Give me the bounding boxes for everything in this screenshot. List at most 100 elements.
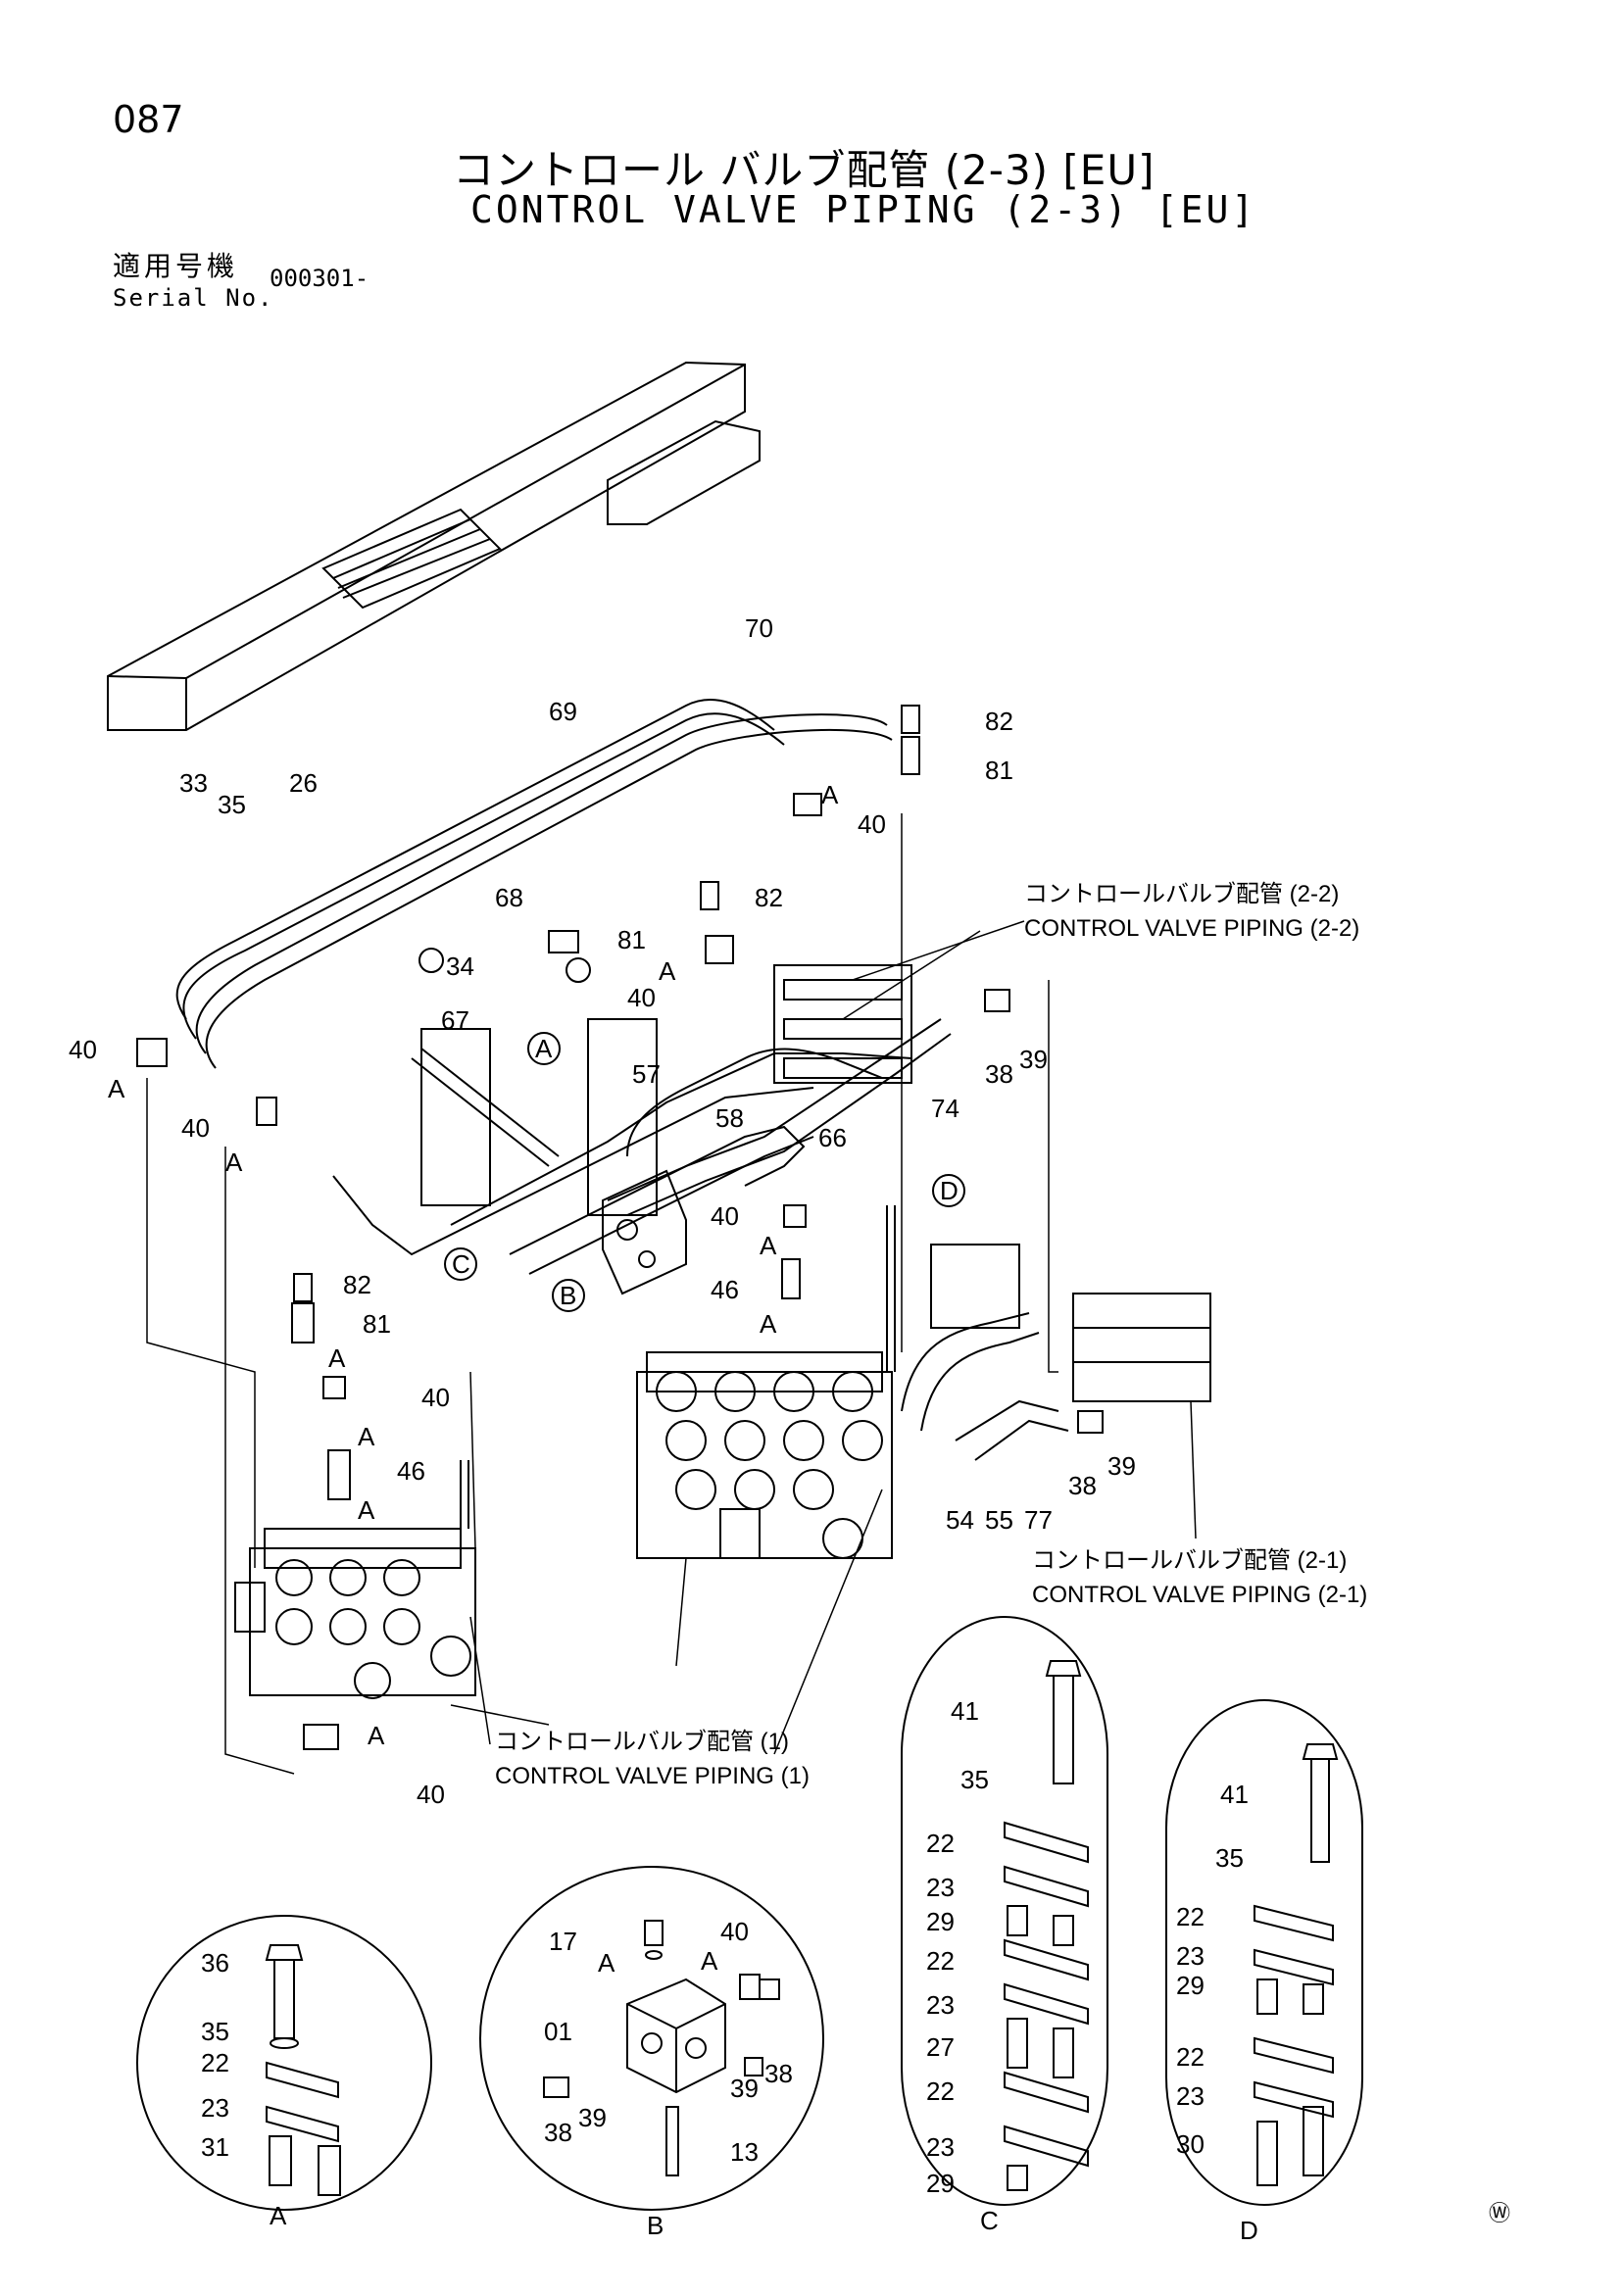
callout-a: A bbox=[760, 1309, 777, 1339]
manifold-upper bbox=[420, 964, 912, 1216]
detail-b-part-01: 01 bbox=[544, 2017, 572, 2046]
callout-a: A bbox=[760, 1231, 777, 1260]
callout-82: 82 bbox=[755, 883, 783, 912]
footer-mark: Ⓦ bbox=[1488, 2202, 1510, 2226]
callout-38: 38 bbox=[1068, 1471, 1097, 1500]
detail-c-part-29b: 29 bbox=[926, 2169, 955, 2198]
manifold-d bbox=[901, 1244, 1211, 1461]
callout-39: 39 bbox=[1107, 1451, 1136, 1481]
callout-70: 70 bbox=[745, 613, 773, 643]
detail-d-part-22b: 22 bbox=[1176, 2042, 1205, 2072]
view-marker-d: D bbox=[932, 1174, 965, 1207]
detail-c-part-22c: 22 bbox=[926, 2076, 955, 2106]
view-marker-a: A bbox=[527, 1032, 561, 1065]
control-valve-right bbox=[636, 1205, 896, 1559]
callout-82: 82 bbox=[985, 707, 1013, 736]
callout-46: 46 bbox=[711, 1275, 739, 1304]
view-marker-b-label: B bbox=[560, 1281, 576, 1310]
detail-c-part-23b: 23 bbox=[926, 1990, 955, 2020]
callout-a: A bbox=[358, 1495, 375, 1525]
detail-c-part-22b: 22 bbox=[926, 1946, 955, 1976]
detail-d-part-23b: 23 bbox=[1176, 2081, 1205, 2111]
callout-57: 57 bbox=[632, 1059, 661, 1089]
detail-d: 41 35 22 23 29 22 23 30 D bbox=[1165, 1699, 1363, 2245]
detail-c-part-27: 27 bbox=[926, 2032, 955, 2062]
callout-a: A bbox=[108, 1074, 125, 1103]
detail-c-part-23c: 23 bbox=[926, 2132, 955, 2162]
callout-39: 39 bbox=[1019, 1045, 1048, 1074]
callout-26: 26 bbox=[289, 768, 318, 798]
serial-value: 000301- bbox=[270, 265, 369, 292]
detail-b-part-17: 17 bbox=[549, 1927, 577, 1956]
callout-40: 40 bbox=[181, 1113, 210, 1143]
detail-c-part-22a: 22 bbox=[926, 1829, 955, 1858]
serial-label-jp: 適用号機 bbox=[113, 250, 239, 282]
page-title-jp: コントロール バルブ配管 (2-3) [EU] bbox=[453, 146, 1156, 194]
callout-40: 40 bbox=[627, 983, 656, 1012]
page-number: 087 bbox=[113, 98, 184, 141]
upper-frame-beam bbox=[107, 361, 761, 731]
view-marker-a-label: A bbox=[535, 1034, 553, 1063]
callout-a: A bbox=[225, 1148, 243, 1177]
detail-b-part-39b: 39 bbox=[730, 2074, 759, 2103]
detail-d-part-22a: 22 bbox=[1176, 1902, 1205, 1931]
detail-c-part-35: 35 bbox=[960, 1765, 989, 1794]
detail-b-part-13: 13 bbox=[730, 2137, 759, 2167]
callout-35: 35 bbox=[218, 790, 246, 819]
detail-c-label: C bbox=[980, 2206, 999, 2235]
detail-a-label: A bbox=[270, 2201, 287, 2230]
ref-1-en: CONTROL VALVE PIPING (1) bbox=[495, 1763, 810, 1789]
detail-a: 36 35 22 23 31 A bbox=[136, 1915, 432, 2230]
detail-a-part-23: 23 bbox=[201, 2093, 229, 2123]
fittings bbox=[136, 705, 1104, 1750]
detail-b-part-39a: 39 bbox=[578, 2103, 607, 2132]
callout-33: 33 bbox=[179, 768, 208, 798]
detail-d-part-41: 41 bbox=[1220, 1780, 1249, 1809]
callout-58: 58 bbox=[715, 1103, 744, 1133]
detail-a-part-31: 31 bbox=[201, 2132, 229, 2162]
callout-a: A bbox=[358, 1422, 375, 1451]
callout-40: 40 bbox=[69, 1035, 97, 1064]
detail-d-part-23a: 23 bbox=[1176, 1941, 1205, 1971]
detail-b-part-40: 40 bbox=[720, 1917, 749, 1946]
control-valve-left bbox=[234, 1460, 476, 1699]
detail-a-part-22: 22 bbox=[201, 2048, 229, 2077]
callout-a: A bbox=[368, 1721, 385, 1750]
callout-66: 66 bbox=[818, 1123, 847, 1152]
detail-c-part-41: 41 bbox=[951, 1696, 979, 1726]
detail-d-part-30: 30 bbox=[1176, 2129, 1205, 2159]
serial-label-en: Serial No. bbox=[113, 284, 274, 312]
detail-b-a2: A bbox=[701, 1946, 718, 1976]
detail-c-part-23a: 23 bbox=[926, 1873, 955, 1902]
ref-2-2-jp: コントロールバルブ配管 (2-2) bbox=[1024, 881, 1339, 907]
callout-38: 38 bbox=[985, 1059, 1013, 1089]
callout-69: 69 bbox=[549, 697, 577, 726]
callout-81: 81 bbox=[985, 756, 1013, 785]
detail-d-part-35: 35 bbox=[1215, 1843, 1244, 1873]
ref-2-2-en: CONTROL VALVE PIPING (2-2) bbox=[1024, 915, 1359, 942]
detail-b-label: B bbox=[647, 2211, 664, 2240]
page-title-en: CONTROL VALVE PIPING (2-3) [EU] bbox=[470, 188, 1257, 231]
callout-68: 68 bbox=[495, 883, 523, 912]
callout-40: 40 bbox=[417, 1780, 445, 1809]
detail-b-part-38a: 38 bbox=[544, 2118, 572, 2147]
detail-d-label: D bbox=[1240, 2216, 1258, 2245]
detail-a-part-36: 36 bbox=[201, 1948, 229, 1978]
ref-1-jp: コントロールバルブ配管 (1) bbox=[495, 1729, 789, 1755]
callout-34: 34 bbox=[446, 952, 474, 981]
callout-67: 67 bbox=[441, 1005, 469, 1035]
leader-lines bbox=[146, 813, 1197, 1775]
ref-2-1-jp: コントロールバルブ配管 (2-1) bbox=[1032, 1547, 1347, 1574]
detail-a-part-35: 35 bbox=[201, 2017, 229, 2046]
detail-c-part-29a: 29 bbox=[926, 1907, 955, 1936]
detail-d-part-29: 29 bbox=[1176, 1971, 1205, 2000]
callout-40: 40 bbox=[711, 1201, 739, 1231]
callout-82: 82 bbox=[343, 1270, 371, 1299]
block-b bbox=[602, 1169, 687, 1295]
view-marker-c: C bbox=[444, 1247, 477, 1281]
detail-b-part-38b: 38 bbox=[764, 2059, 793, 2088]
view-marker-b: B bbox=[552, 1279, 585, 1312]
view-marker-d-label: D bbox=[940, 1176, 959, 1205]
callout-46: 46 bbox=[397, 1456, 425, 1486]
